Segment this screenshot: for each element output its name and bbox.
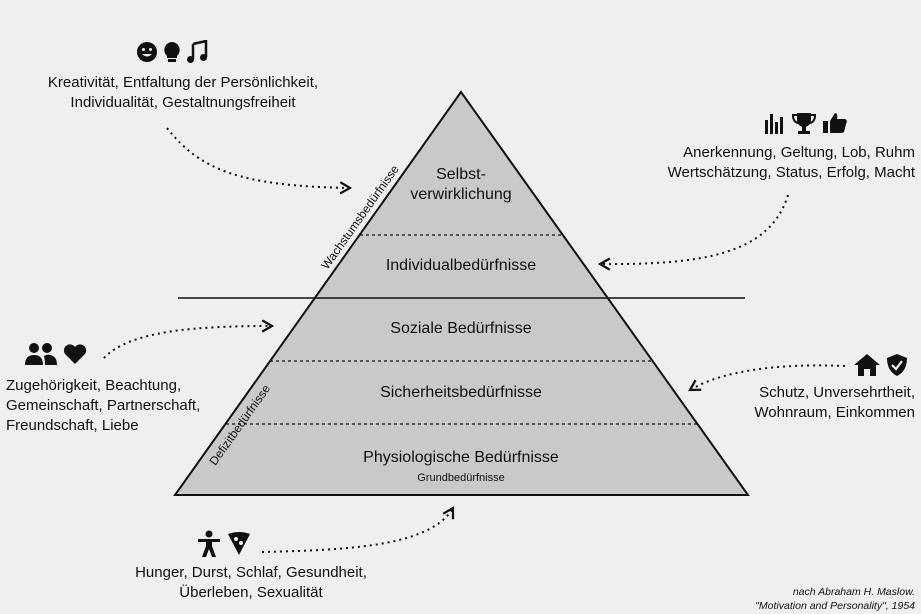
- citation: nach Abraham H. Maslow. "Motivation and P…: [755, 585, 915, 613]
- level-safety: Sicherheitsbedürfnisse: [380, 384, 542, 401]
- thumbs-up-icon: [823, 113, 847, 133]
- self-annotation: Kreativität, Entfaltung der Persönlichke…: [48, 73, 318, 113]
- annotation-line: Kreativität, Entfaltung der Persönlichke…: [47, 74, 319, 91]
- level-physiological: Physiologische Bedürfnisse: [363, 449, 559, 466]
- annotation-line: Wohnraum, Einkommen: [754, 404, 915, 421]
- annotation-line: Zugehörigkeit, Beachtung,: [6, 377, 182, 394]
- annotation-line: Anerkennung, Geltung, Lob, Ruhm: [683, 144, 915, 161]
- level-physiological-sub: Grundbedürfnisse: [417, 472, 505, 484]
- safety-annotation: Schutz, Unversehrtheit, Wohnraum, Einkomm…: [754, 383, 915, 423]
- citation-line-2: "Motivation and Personality", 1954: [755, 600, 915, 612]
- arrow-safety: [688, 364, 846, 392]
- esteem-icons: [763, 110, 849, 136]
- bar-chart-icon: [765, 114, 783, 134]
- level-esteem: Individualbedürfnisse: [385, 257, 537, 274]
- shield-icon: [887, 354, 907, 376]
- heart-icon: [63, 344, 87, 364]
- self-icons: [136, 40, 208, 64]
- annotation-line: Hunger, Durst, Schlaf, Gesundheit,: [135, 564, 367, 581]
- arrow-social: [103, 319, 275, 359]
- annotation-line: Individualität, Gestaltnungsfreiheit: [70, 94, 296, 111]
- annotation-line: Überleben, Sexualität: [179, 584, 323, 601]
- arrow-esteem: [597, 194, 789, 271]
- arrow-physio: [261, 506, 455, 553]
- social-icons: [24, 342, 88, 366]
- annotation-line: Schutz, Unversehrtheit,: [759, 384, 915, 401]
- pizza-icon: [228, 532, 250, 555]
- citation-line-1: nach Abraham H. Maslow.: [792, 586, 915, 598]
- annotation-line: Gemeinschaft, Partnerschaft,: [6, 397, 201, 414]
- house-icon: [854, 354, 880, 376]
- annotation-line: Freundschaft, Liebe: [6, 417, 139, 434]
- person-icon: [198, 530, 220, 557]
- level-label: Selbst-: [436, 166, 486, 183]
- physio-icons: [196, 530, 252, 558]
- people-icon: [25, 343, 57, 365]
- social-annotation: Zugehörigkeit, Beachtung, Gemeinschaft, P…: [6, 376, 200, 436]
- annotation-line: Wertschätzung, Status, Erfolg, Macht: [667, 164, 915, 181]
- safety-icons: [853, 352, 909, 378]
- smiley-icon: [137, 42, 157, 62]
- lightbulb-icon: [164, 42, 180, 62]
- level-self-actualization: Selbst-verwirklichung: [410, 165, 511, 205]
- level-social: Soziale Bedürfnisse: [390, 320, 532, 337]
- level-label: verwirklichung: [410, 186, 512, 203]
- arrow-self: [166, 127, 353, 195]
- music-note-icon: [187, 40, 208, 63]
- trophy-icon: [791, 113, 817, 134]
- physio-annotation: Hunger, Durst, Schlaf, Gesundheit, Überle…: [135, 563, 367, 603]
- pyramid: [173, 90, 750, 496]
